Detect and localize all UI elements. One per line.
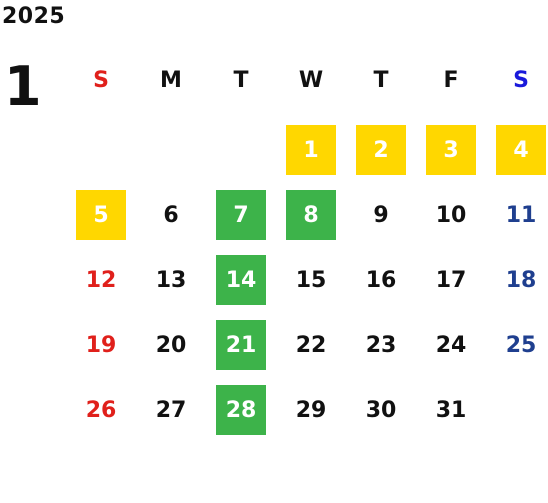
day-cell-16[interactable]: 16 <box>365 267 397 293</box>
day-cell-22[interactable]: 22 <box>295 332 327 358</box>
day-cell-8[interactable]: 8 <box>286 190 336 240</box>
calendar-month: 1 <box>4 55 42 118</box>
day-cell-9[interactable]: 9 <box>373 202 389 228</box>
day-cell-30[interactable]: 30 <box>365 397 397 423</box>
day-cell-15[interactable]: 15 <box>295 267 327 293</box>
day-cell-18[interactable]: 18 <box>505 267 537 293</box>
day-cell-20[interactable]: 20 <box>155 332 187 358</box>
day-cell-26[interactable]: 26 <box>85 397 117 423</box>
day-cell-29[interactable]: 29 <box>295 397 327 423</box>
weekday-label-mon: M <box>160 68 182 93</box>
day-cell-4[interactable]: 4 <box>496 125 546 175</box>
day-cell-2[interactable]: 2 <box>356 125 406 175</box>
day-cell-19[interactable]: 19 <box>85 332 117 358</box>
weekday-label-wed: W <box>298 68 324 93</box>
weekday-label-sat: S <box>513 68 529 93</box>
weekday-label-thu: T <box>373 68 389 93</box>
day-cell-31[interactable]: 31 <box>435 397 467 423</box>
calendar-year: 2025 <box>2 4 66 29</box>
day-cell-7[interactable]: 7 <box>216 190 266 240</box>
day-cell-5[interactable]: 5 <box>76 190 126 240</box>
day-cell-6[interactable]: 6 <box>163 202 179 228</box>
day-cell-27[interactable]: 27 <box>155 397 187 423</box>
day-cell-11[interactable]: 11 <box>505 202 537 228</box>
day-cell-10[interactable]: 10 <box>435 202 467 228</box>
weekday-label-tue: T <box>233 68 249 93</box>
day-cell-12[interactable]: 12 <box>85 267 117 293</box>
weekday-label-fri: F <box>443 68 459 93</box>
day-cell-14[interactable]: 14 <box>216 255 266 305</box>
day-cell-28[interactable]: 28 <box>216 385 266 435</box>
day-cell-23[interactable]: 23 <box>365 332 397 358</box>
day-cell-13[interactable]: 13 <box>155 267 187 293</box>
day-cell-1[interactable]: 1 <box>286 125 336 175</box>
day-cell-25[interactable]: 25 <box>505 332 537 358</box>
day-cell-24[interactable]: 24 <box>435 332 467 358</box>
weekday-label-sun: S <box>93 68 109 93</box>
day-cell-17[interactable]: 17 <box>435 267 467 293</box>
day-cell-21[interactable]: 21 <box>216 320 266 370</box>
day-cell-3[interactable]: 3 <box>426 125 476 175</box>
